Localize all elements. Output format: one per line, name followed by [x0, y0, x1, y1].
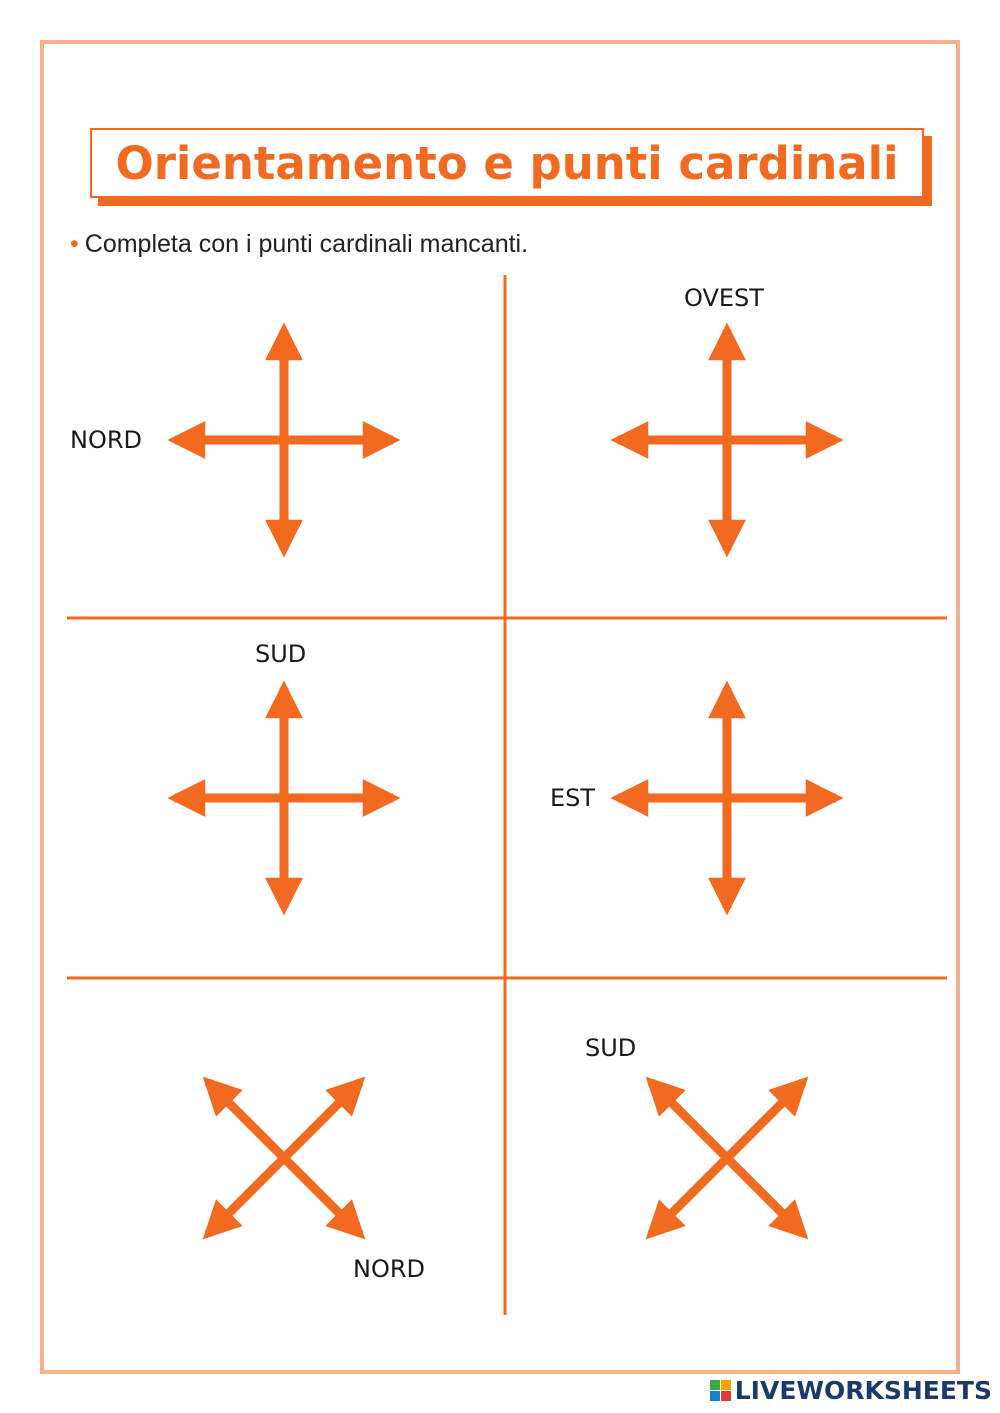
compass-5-label: NORD: [353, 1255, 425, 1283]
compass-1-label: NORD: [70, 426, 142, 454]
compass-diagonal-2: [645, 1076, 809, 1240]
liveworksheets-logo-icon: [709, 1380, 731, 1401]
compass-diagonal-1: [202, 1076, 366, 1240]
page-title: Orientamento e punti cardinali: [115, 136, 899, 190]
footer-brand: LIVEWORKSHEETS: [709, 1376, 992, 1405]
brand-name: LIVEWORKSHEETS: [734, 1376, 992, 1405]
compass-cross-2: [610, 322, 844, 558]
compass-6-label: SUD: [585, 1034, 637, 1062]
compass-cross-3: [167, 680, 401, 916]
instruction-text: Completa con i punti cardinali mancanti.: [84, 230, 529, 258]
compass-2-label: OVEST: [684, 284, 764, 312]
compass-3-label: SUD: [255, 640, 307, 668]
title-box: Orientamento e punti cardinali: [90, 128, 924, 198]
title-banner: Orientamento e punti cardinali: [90, 128, 932, 208]
compass-4-label: EST: [550, 784, 596, 812]
bullet-icon: •: [70, 230, 79, 258]
compass-cross-1: [167, 322, 401, 558]
instruction: •Completa con i punti cardinali mancanti…: [70, 230, 528, 259]
compass-cross-4: [610, 680, 844, 916]
page-frame: [40, 40, 960, 1374]
